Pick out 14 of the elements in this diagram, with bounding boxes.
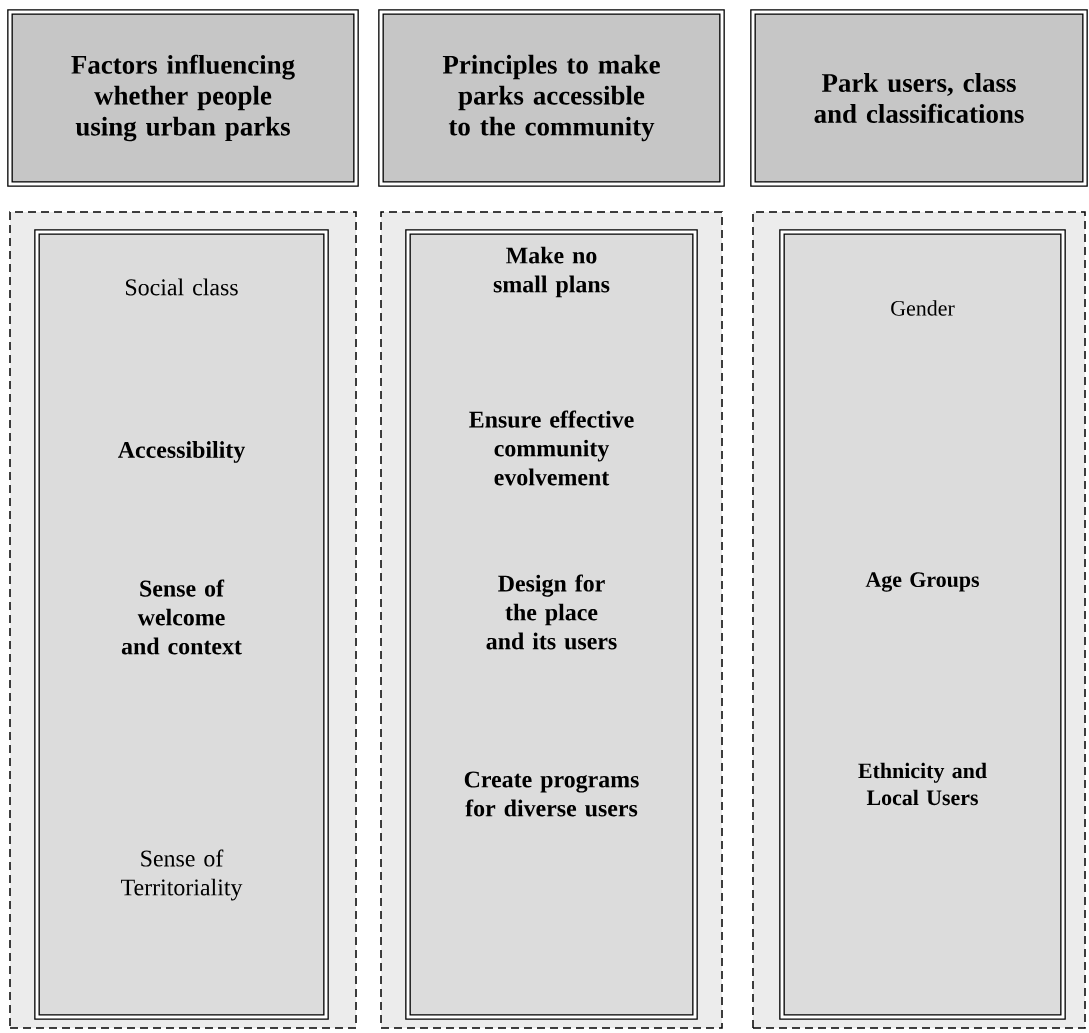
item-text: Design for the place and its users	[486, 574, 617, 650]
item-text: Sense of Territoriality	[121, 849, 243, 901]
item-text: Ethnicity and Local Users	[858, 762, 987, 806]
item-text: Make no small plans	[493, 246, 610, 298]
item-text: Accessibility	[118, 441, 246, 463]
header-box: Principles to make parks accessible to the community	[378, 9, 725, 187]
item-text: Create programs for diverse users	[464, 771, 639, 817]
item-text: Ensure effective community evolvement	[469, 410, 634, 486]
item-text: Social class	[126, 278, 238, 296]
item-text: Age Groups	[865, 572, 979, 592]
header-box: Park users, class and classifications	[750, 9, 1088, 187]
item-text: Sense of welcome and context	[121, 579, 242, 655]
header-box: Factors influencing whether people using urban parks	[7, 9, 359, 187]
item-text: Gender	[891, 300, 955, 316]
